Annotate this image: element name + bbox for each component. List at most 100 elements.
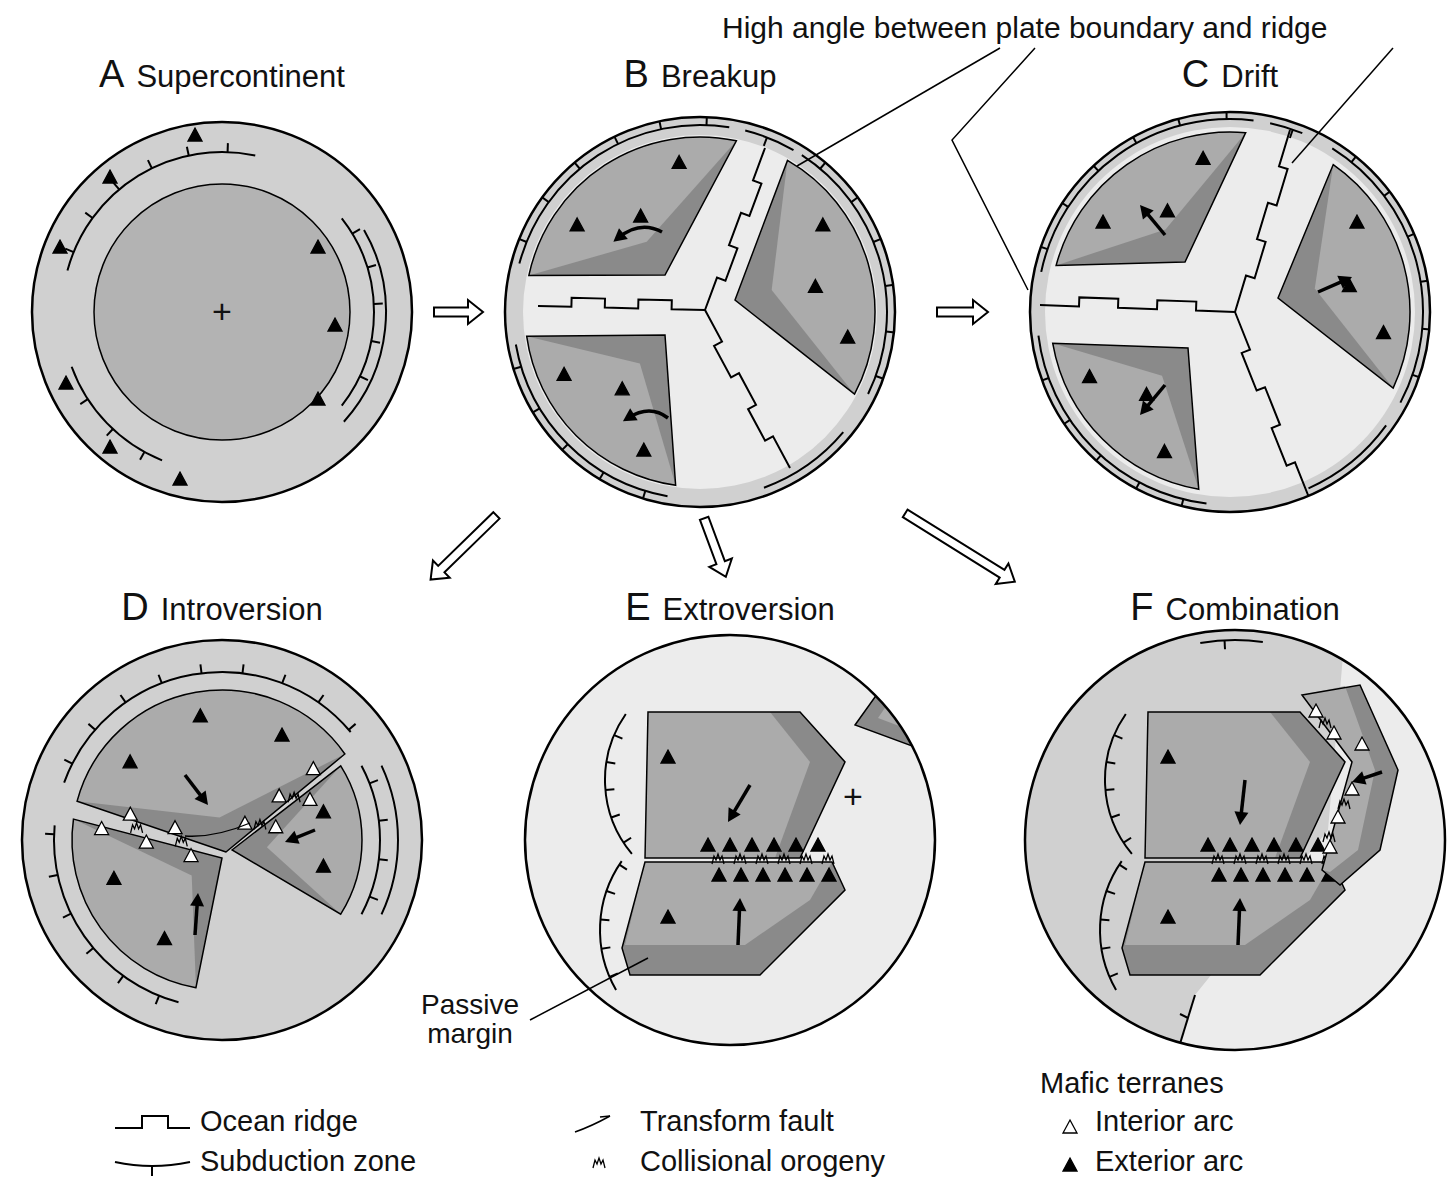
subduction-zone <box>745 131 793 150</box>
subduction-tick <box>86 948 93 954</box>
passive-margin-band <box>622 862 845 975</box>
exterior-arc-symbol <box>188 128 202 141</box>
stage-arrow <box>903 510 1015 584</box>
panel-heading: CDrift <box>1030 55 1430 93</box>
arrow-head <box>623 408 638 421</box>
continent-outline <box>645 712 845 858</box>
arrow-head <box>728 807 741 822</box>
subduction-tick <box>80 399 88 404</box>
legend-heading: Mafic terranes <box>1040 1068 1224 1098</box>
plate-boundary <box>764 432 843 488</box>
exterior-arc-symbol <box>778 868 792 881</box>
panel-title: Supercontinent <box>136 61 345 92</box>
continent <box>1125 862 1332 945</box>
exterior-arc-symbol <box>1063 1158 1077 1171</box>
exterior-arc-symbol <box>1300 868 1314 881</box>
leader-line <box>1292 48 1393 163</box>
subduction-tick <box>611 815 620 818</box>
exterior-arc-symbol <box>1201 838 1215 851</box>
orogeny-symbol <box>1212 854 1224 864</box>
exterior-arc-symbol <box>723 838 737 851</box>
subduction-tick <box>624 838 632 843</box>
orogeny-symbol <box>734 854 746 864</box>
continent <box>267 766 362 914</box>
panel-heading: F Combination <box>1025 588 1445 626</box>
subduction-tick <box>242 664 243 673</box>
passive-margin-band <box>527 335 676 485</box>
exterior-arc-symbol <box>1245 838 1259 851</box>
globe-outline <box>505 117 895 507</box>
ocean-ridge <box>1040 297 1235 312</box>
exterior-arc-symbol <box>173 472 187 485</box>
exterior-arc-symbol <box>767 838 781 851</box>
exterior-arc-symbol <box>123 755 137 768</box>
stage-arrow <box>431 512 500 579</box>
continent <box>527 336 676 485</box>
exterior-arc-symbol <box>311 392 325 405</box>
globe-panel: DIntroversion <box>22 588 422 1040</box>
orogeny-symbol <box>1300 854 1312 864</box>
exterior-arc-symbol <box>661 750 675 763</box>
exterior-arc-symbol <box>1161 910 1175 923</box>
exterior-arc-symbol <box>103 170 117 183</box>
arrow-head <box>732 898 746 911</box>
globe-outline <box>32 122 412 502</box>
panel-letter: A <box>99 55 124 93</box>
subduction-tick <box>88 724 95 730</box>
supercontinent <box>94 184 350 440</box>
exterior-arc-symbol <box>1160 204 1174 217</box>
ocean <box>505 117 895 507</box>
subduction-tick <box>374 303 383 305</box>
subduction-tick <box>600 919 609 922</box>
callout-text: Passive margin <box>395 990 545 1049</box>
continent <box>878 686 950 745</box>
globe-panel: BBreakup <box>505 55 895 507</box>
ocean-ridge <box>1235 130 1290 312</box>
subduction-zone <box>1100 861 1122 990</box>
exterior-arc-symbol <box>1350 215 1364 228</box>
subduction-zone <box>1038 336 1206 504</box>
subduction-zone <box>1200 640 1263 643</box>
exterior-arc-symbol <box>53 240 67 253</box>
exterior-arc-symbol <box>816 218 830 231</box>
subduction-tick <box>360 376 368 380</box>
globe <box>525 635 950 1045</box>
legend-text: Subduction zone <box>200 1147 416 1176</box>
interior-arc-symbol <box>1355 737 1369 750</box>
interior-arc-symbol <box>168 821 182 834</box>
motion-arrow <box>1361 772 1382 779</box>
subduction-tick <box>282 675 285 683</box>
subduction-zone <box>342 218 374 405</box>
subduction-tick <box>151 1166 153 1176</box>
subduction-zone <box>54 825 179 1002</box>
globe-outline <box>1030 112 1430 512</box>
exterior-arc-symbol <box>570 218 584 231</box>
orogeny-symbol <box>712 854 724 864</box>
orogeny-symbol <box>254 820 266 830</box>
exterior-arc-symbol <box>1196 151 1210 164</box>
globe-panel: EExtroversion <box>525 588 935 1045</box>
exterior-arc-symbol <box>672 155 686 168</box>
orogeny-symbol <box>131 823 143 833</box>
subduction-zone <box>1332 148 1423 402</box>
exterior-arc-symbol <box>1223 838 1237 851</box>
leader-line <box>952 48 1035 290</box>
panel-letter: F <box>1130 588 1153 626</box>
orogeny-symbol <box>288 792 300 802</box>
exterior-arc-symbol <box>800 868 814 881</box>
continent <box>772 160 875 394</box>
subduction-tick <box>159 675 162 683</box>
legend-symbols <box>115 1116 1077 1176</box>
continent <box>529 137 737 276</box>
continent-outline <box>1145 712 1345 858</box>
panel-heading: BBreakup <box>505 55 895 93</box>
arrow-head <box>1140 205 1154 219</box>
panel-title: Combination <box>1166 594 1340 625</box>
continent-outline <box>1278 165 1410 389</box>
arrow-head <box>190 893 204 906</box>
ocean-ridge <box>1235 312 1310 500</box>
subduction-tick <box>1119 865 1127 870</box>
legend-text: Interior arc <box>1095 1107 1234 1136</box>
pole-mark: + <box>843 779 863 815</box>
interior-arc-symbol <box>303 792 317 805</box>
